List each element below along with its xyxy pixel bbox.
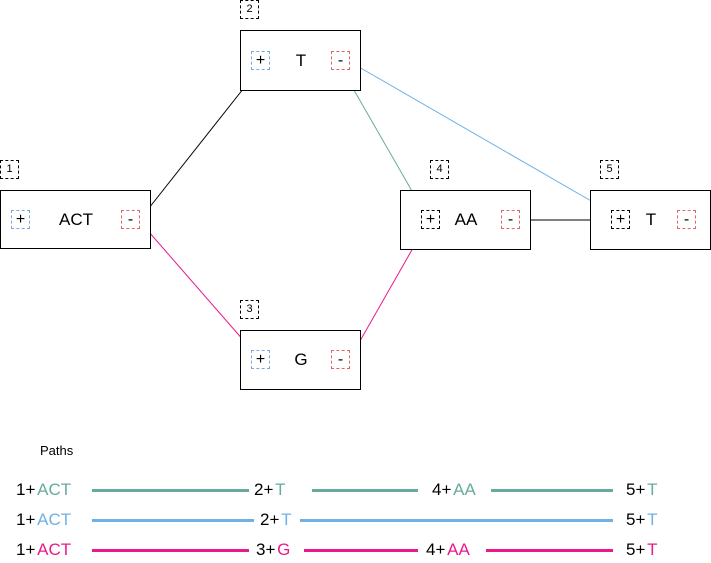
- node-4-id: 4: [430, 160, 449, 179]
- path-step-id: 2+: [254, 480, 274, 499]
- path-step: 4+ AA: [426, 540, 470, 560]
- node-5-id: 5: [600, 160, 619, 179]
- node-1-minus-port[interactable]: -: [121, 209, 140, 229]
- path-row-pink: 1+ ACT 3+ G 4+ AA 5+ T: [0, 540, 711, 560]
- path-segment: [92, 489, 249, 492]
- path-step: 1+ ACT: [16, 480, 71, 500]
- path-row-blue: 1+ ACT 2+ T 5+ T: [0, 510, 711, 530]
- node-3-sequence: G: [294, 350, 308, 369]
- edge-2-to-4: [342, 70, 421, 206]
- node-4-minus-port[interactable]: -: [501, 210, 520, 229]
- path-row-green: 1+ ACT 2+ T 4+ AA 5+ T: [0, 480, 711, 500]
- edge-1-to-3: [148, 231, 252, 350]
- node-1[interactable]: + ACT -: [0, 190, 151, 249]
- node-4[interactable]: + AA -: [400, 190, 531, 250]
- path-segment: [92, 519, 254, 522]
- path-step-seq: T: [281, 510, 292, 529]
- node-3-id: 3: [240, 300, 259, 319]
- node-1-plus-port[interactable]: +: [11, 209, 30, 229]
- path-step-id: 3+: [256, 540, 276, 559]
- path-step-seq: T: [647, 540, 658, 559]
- path-step: 3+ G: [256, 540, 290, 560]
- path-step-id: 5+: [626, 480, 646, 499]
- node-3[interactable]: + G -: [240, 330, 361, 390]
- edge-2-to-5: [351, 62, 613, 214]
- node-2-plus-port[interactable]: +: [251, 50, 270, 70]
- node-2-minus-port[interactable]: -: [331, 50, 350, 70]
- path-step: 1+ ACT: [16, 510, 71, 530]
- path-step-id: 1+: [16, 510, 36, 529]
- path-step-seq: AA: [453, 480, 476, 499]
- node-4-sequence: AA: [454, 210, 478, 229]
- edge-1-to-2: [148, 78, 252, 209]
- path-segment: [486, 549, 613, 552]
- path-step-id: 2+: [260, 510, 280, 529]
- path-step-seq: ACT: [37, 510, 72, 529]
- path-step-seq: T: [647, 480, 658, 499]
- node-5-minus-port[interactable]: -: [677, 210, 696, 229]
- node-1-id: 1: [0, 160, 19, 179]
- path-segment: [300, 519, 613, 522]
- path-step: 2+ T: [260, 510, 292, 530]
- node-4-plus-port[interactable]: +: [421, 210, 440, 229]
- node-2-sequence: T: [295, 50, 307, 70]
- node-5-plus-port[interactable]: +: [611, 210, 630, 229]
- path-step-seq: T: [647, 510, 658, 529]
- path-step: 2+ T: [254, 480, 286, 500]
- path-step-seq: ACT: [37, 540, 72, 559]
- path-step-id: 1+: [16, 480, 36, 499]
- edge-3-to-4: [351, 233, 422, 356]
- path-step-id: 4+: [426, 540, 446, 559]
- path-segment: [304, 549, 418, 552]
- path-step: 5+ T: [626, 540, 658, 560]
- path-segment: [92, 549, 249, 552]
- path-segment: [312, 489, 418, 492]
- path-step: 4+ AA: [432, 480, 476, 500]
- path-step-seq: ACT: [37, 480, 72, 499]
- node-5-sequence: T: [645, 210, 657, 229]
- path-step-id: 4+: [432, 480, 452, 499]
- node-1-sequence: ACT: [59, 209, 93, 229]
- path-segment: [491, 489, 613, 492]
- path-step: 1+ ACT: [16, 540, 71, 560]
- path-step-seq: AA: [447, 540, 470, 559]
- node-3-plus-port[interactable]: +: [251, 350, 270, 369]
- node-2[interactable]: + T -: [240, 30, 361, 91]
- path-step: 5+ T: [626, 510, 658, 530]
- path-step-seq: T: [275, 480, 286, 499]
- path-step-id: 5+: [626, 540, 646, 559]
- path-step-id: 5+: [626, 510, 646, 529]
- node-3-minus-port[interactable]: -: [331, 350, 350, 369]
- path-step-id: 1+: [16, 540, 36, 559]
- path-step: 5+ T: [626, 480, 658, 500]
- paths-title: Paths: [40, 443, 74, 458]
- node-2-id: 2: [240, 0, 259, 19]
- node-5[interactable]: + T -: [590, 190, 711, 250]
- path-step-seq: G: [277, 540, 291, 559]
